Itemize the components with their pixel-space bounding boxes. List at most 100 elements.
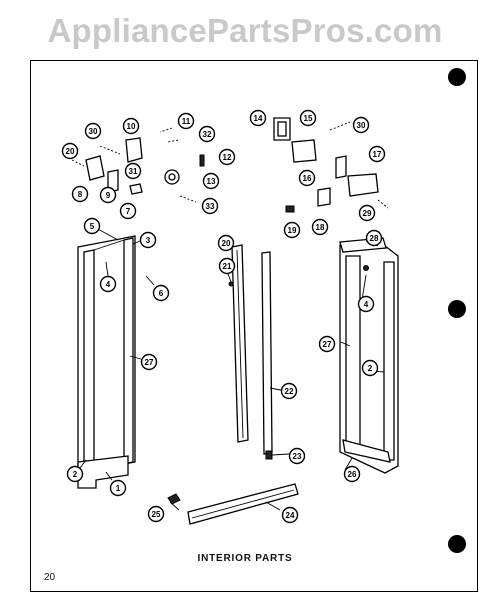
callout-3: 3 [139,231,157,249]
callout-number: 31 [129,167,138,176]
callout-number: 29 [363,209,372,218]
callout-29: 29 [358,204,376,222]
callout-circle [147,505,165,523]
callout-circle [343,465,361,483]
callout-circle [358,204,376,222]
callout-number: 32 [203,130,212,139]
callout-number: 21 [223,262,232,271]
callout-9: 9 [99,186,117,204]
callout-number: 26 [348,470,357,479]
callout-15: 15 [299,109,317,127]
callout-19: 19 [283,221,301,239]
callout-circle [83,217,101,235]
callout-number: 16 [303,174,312,183]
vertical-trim-strips [228,244,273,460]
callout-number: 4 [106,280,111,289]
callout-circle [99,186,117,204]
right-door-frame [339,237,399,474]
callout-circle [361,359,379,377]
watermark: AppliancePartsPros.com [47,12,443,49]
callout-circle [99,275,117,293]
callout-number: 24 [286,511,295,520]
callout-circle [122,117,140,135]
callout-4: 4 [99,275,117,293]
callout-circle [198,125,216,143]
binder-hole-top [448,68,466,86]
callout-28: 28 [365,229,383,247]
callout-circle [352,116,370,134]
callout-32: 32 [198,125,216,143]
diagram-frame [30,60,478,592]
callout-number: 33 [206,202,215,211]
callout-circle [139,231,157,249]
callout-number: 19 [288,226,297,235]
callout-circle [66,465,84,483]
callout-16: 16 [298,169,316,187]
callout-1: 1 [109,479,127,497]
callout-circle [288,447,306,465]
page-number: 20 [44,572,56,583]
callout-circle [299,109,317,127]
left-liner-panel [77,235,136,489]
callout-circle [365,229,383,247]
callout-2: 2 [66,465,84,483]
callout-circle [283,221,301,239]
callout-circle [218,148,236,166]
callout-2: 2 [361,359,379,377]
callout-circle [357,295,375,313]
callout-number: 13 [207,177,216,186]
callout-8: 8 [71,185,89,203]
callout-number: 23 [293,452,302,461]
callout-number: 18 [316,223,325,232]
callout-21: 21 [218,257,236,275]
bottom-kick-strip [167,483,299,525]
callout-5: 5 [83,217,101,235]
callout-number: 25 [152,510,161,519]
callout-circle [218,257,236,275]
diagram-caption: INTERIOR PARTS [197,553,293,564]
callout-25: 25 [147,505,165,523]
callout-circle [249,109,267,127]
callout-7: 7 [119,202,137,220]
binder-hole-bottom [448,535,466,553]
callout-circle [368,145,386,163]
callout-number: 17 [373,150,382,159]
callout-circle [280,382,298,400]
callout-circle [281,506,299,524]
callout-10: 10 [122,117,140,135]
callout-circle [318,335,336,353]
callout-number: 27 [323,340,332,349]
callout-circle [124,162,142,180]
leader-lines [79,227,385,511]
callout-26: 26 [343,465,361,483]
callout-circle [177,112,195,130]
callout-6: 6 [152,284,170,302]
callout-12: 12 [218,148,236,166]
callout-24: 24 [281,506,299,524]
callout-number: 11 [182,117,191,126]
callout-4: 4 [357,295,375,313]
callout-20: 20 [61,142,79,160]
callout-13: 13 [202,172,220,190]
callout-circle [202,172,220,190]
callout-circle [298,169,316,187]
callout-18: 18 [311,218,329,236]
callout-number: 30 [89,127,98,136]
upper-left-hardware [71,127,205,203]
callout-circle [217,234,235,252]
callout-number: 20 [222,239,231,248]
callout-number: 8 [78,190,83,199]
callout-number: 1 [116,484,121,493]
callout-number: 2 [73,470,78,479]
callout-circle [71,185,89,203]
callout-number: 10 [127,122,136,131]
callout-27: 27 [318,335,336,353]
callout-number: 14 [254,114,263,123]
callout-circle [311,218,329,236]
callout-circle [119,202,137,220]
callout-number: 6 [159,289,164,298]
callout-number: 3 [146,236,151,245]
callout-number: 20 [66,147,75,156]
